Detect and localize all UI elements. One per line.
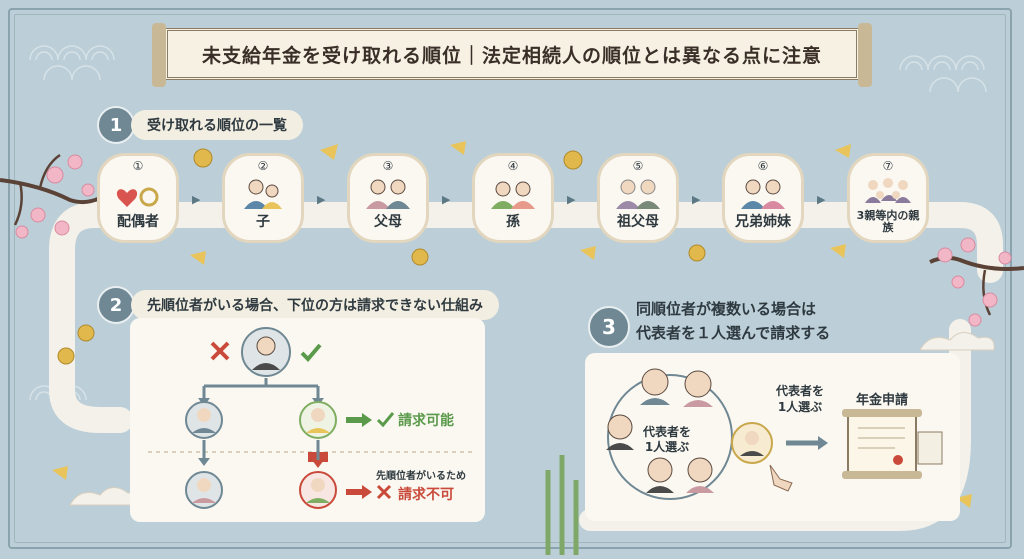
cherry-blossom-left bbox=[0, 153, 101, 239]
rank-number: ① bbox=[132, 159, 144, 173]
cherry-blossom-right bbox=[929, 237, 1024, 327]
inner-frame bbox=[14, 14, 1006, 543]
rank-label: 子 bbox=[256, 214, 270, 230]
ok-check-icon bbox=[376, 412, 395, 428]
outer-frame bbox=[8, 8, 1012, 549]
chevron-right-icon: ▶ bbox=[817, 193, 826, 206]
chevron-right-icon: ▶ bbox=[442, 193, 451, 206]
ginkgo-leaf-decorations bbox=[52, 141, 972, 508]
chevron-right-icon: ▶ bbox=[317, 193, 326, 206]
chevron-right-icon: ▶ bbox=[192, 193, 201, 206]
bamboo-decoration bbox=[545, 455, 579, 555]
rank-label: 3親等内の親族 bbox=[856, 209, 920, 234]
group-person-icons bbox=[606, 368, 714, 493]
pension-label: 年金申請 bbox=[856, 393, 909, 408]
circle-text-line2: 1人選ぶ bbox=[644, 440, 690, 454]
person-left-icon bbox=[185, 401, 223, 439]
rank-item-5: ⑤ 祖父母 bbox=[597, 153, 679, 243]
rank-badge bbox=[347, 153, 429, 243]
rank-number: ⑥ bbox=[757, 159, 769, 173]
grandparents-icon bbox=[616, 179, 660, 209]
rank-item-1: ① 配偶者 bbox=[97, 153, 179, 243]
section-1-header: 1 受け取れる順位の一覧 bbox=[97, 106, 303, 144]
heart-ring-icon bbox=[116, 187, 159, 207]
rank-badge bbox=[97, 153, 179, 243]
section-3-label-line1: 同順位者が複数いる場合は bbox=[636, 300, 817, 318]
rank-number: ② bbox=[257, 159, 269, 173]
rank-item-6: ⑥ 兄弟姉妹 bbox=[722, 153, 804, 243]
rank-number: ③ bbox=[382, 159, 394, 173]
rank-label: 兄弟姉妹 bbox=[735, 214, 791, 230]
section-3-label-line2: 代表者を１人選んで請求する bbox=[636, 324, 831, 342]
arrow-text-line1: 代表者を bbox=[776, 384, 825, 398]
rank-badge bbox=[597, 153, 679, 243]
person-ng-icon bbox=[299, 471, 337, 509]
rank-label: 孫 bbox=[506, 214, 520, 230]
coin-decorations bbox=[57, 148, 706, 365]
rank-item-7: ⑦ 3親等内の親族 bbox=[847, 153, 929, 243]
rank-badge bbox=[722, 153, 804, 243]
relatives-icon bbox=[865, 178, 911, 203]
section-1-label: 受け取れる順位の一覧 bbox=[131, 110, 303, 140]
circle-text-line1: 代表者を bbox=[643, 425, 692, 439]
rank-label: 父母 bbox=[374, 214, 402, 230]
check-mark-icon bbox=[300, 343, 322, 362]
children-icon bbox=[244, 179, 282, 209]
road-path bbox=[82, 202, 1003, 283]
siblings-icon bbox=[741, 179, 785, 209]
elderly-parent-icon bbox=[241, 327, 291, 377]
pension-document-icon bbox=[842, 409, 943, 479]
rank-label: 祖父母 bbox=[617, 214, 659, 230]
claim-ng-text: 請求不可 bbox=[398, 487, 454, 503]
cloud-decorations bbox=[69, 332, 995, 506]
page-title: 未支給年金を受け取れる順位｜法定相続人の順位とは異なる点に注意 bbox=[152, 23, 872, 87]
rank-item-3: ③ 父母 bbox=[347, 153, 429, 243]
arrow-text-line2: 1人選ぶ bbox=[777, 400, 823, 414]
arrow-icon bbox=[818, 436, 828, 450]
cross-mark-icon bbox=[210, 341, 230, 361]
rank-number: ④ bbox=[507, 159, 519, 173]
chevron-right-icon: ▶ bbox=[692, 193, 701, 206]
rank-number: ⑤ bbox=[632, 159, 644, 173]
section-3-label: 同順位者が複数いる場合は 代表者を１人選んで請求する bbox=[636, 297, 830, 345]
circle-text: 代表者を 1人選ぶ bbox=[643, 425, 691, 455]
rank-badge bbox=[472, 153, 554, 243]
rank-label: 配偶者 bbox=[117, 214, 159, 230]
wave-pattern-right bbox=[899, 55, 987, 93]
section-2-number: 2 bbox=[97, 286, 135, 324]
section-3-header: 3 bbox=[588, 306, 630, 348]
person-ok-icon bbox=[299, 401, 337, 439]
rank-number: ⑦ bbox=[882, 159, 894, 173]
claim-ng-note: 先順位者がいるため bbox=[376, 471, 466, 482]
parents-icon bbox=[366, 179, 410, 209]
representative-icon bbox=[731, 422, 793, 492]
branch-lines bbox=[202, 378, 320, 400]
chevron-right-icon: ▶ bbox=[567, 193, 576, 206]
rank-badge bbox=[222, 153, 304, 243]
page-title-text: 未支給年金を受け取れる順位｜法定相続人の順位とは異なる点に注意 bbox=[201, 44, 822, 67]
section-2-label: 先順位者がいる場合、下位の方は請求できない仕組み bbox=[131, 290, 499, 320]
pointing-hand-icon bbox=[769, 464, 793, 492]
section-2-header: 2 先順位者がいる場合、下位の方は請求できない仕組み bbox=[97, 286, 499, 324]
arrow-text: 代表者を 1人選ぶ bbox=[776, 383, 824, 415]
claim-ok-text: 請求可能 bbox=[398, 413, 454, 429]
ng-cross-icon bbox=[376, 484, 392, 500]
section-3-number: 3 bbox=[588, 306, 630, 348]
road-path-left bbox=[49, 202, 133, 433]
person-elder-icon bbox=[185, 471, 223, 509]
grandchildren-icon bbox=[491, 181, 535, 209]
